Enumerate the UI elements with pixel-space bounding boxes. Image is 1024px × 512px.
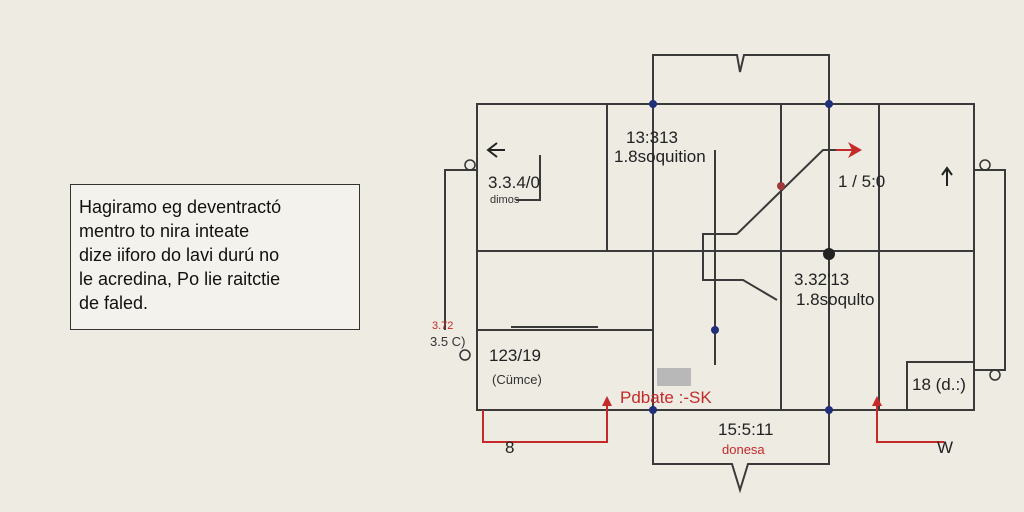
node-dot <box>649 100 657 108</box>
right-box-label: 18 (d.:) <box>912 375 966 394</box>
bottom-left-value: 123/19 <box>489 346 541 365</box>
mid-right-value: 3.32'13 <box>794 270 850 289</box>
left-sub: dimos <box>490 194 520 206</box>
note-line: de faled. <box>79 293 149 313</box>
red-lead-left <box>482 400 608 443</box>
top-center-sub: 1.8soquition <box>614 147 706 166</box>
gray-block <box>657 368 691 386</box>
top-center-value: 13:313 <box>626 128 678 147</box>
terminal-icon <box>979 159 991 171</box>
diagonal-connector <box>736 149 854 235</box>
left-bracket-mark <box>516 155 541 201</box>
bottom-center-value: 15:5:11 <box>718 420 774 439</box>
node-dot <box>825 100 833 108</box>
red-label: Pdbate :-SK <box>620 388 712 407</box>
left-value: 3.3.4/0 <box>488 173 540 192</box>
red-arrow-icon <box>872 396 882 406</box>
bottom-center-sub: donesa <box>722 442 765 457</box>
node-dot <box>777 182 785 190</box>
node-dot <box>649 406 657 414</box>
red-lead-right <box>876 400 944 443</box>
far-left-sub: 3.5 C) <box>430 334 466 349</box>
note-box: Hagiramo eg deventractó mentro to nira i… <box>70 184 360 330</box>
bottom-left-sub: (Cümce) <box>492 372 542 387</box>
bottom-right-mark: W <box>937 438 954 457</box>
far-left-value: 3.72 <box>432 320 454 332</box>
main-frame <box>476 103 975 411</box>
left-lead <box>444 169 477 330</box>
bottom-bracket <box>652 410 830 494</box>
notch-connector <box>702 233 778 301</box>
note-line: le acredina, Po lie raitctie <box>79 269 281 289</box>
right-box <box>906 361 975 411</box>
right-top-value: 1 / 5:0 <box>838 172 886 191</box>
node-dot <box>711 326 719 334</box>
note-line: dize iiforo do lavi durú no <box>79 245 280 265</box>
terminal-icon <box>989 369 1001 381</box>
node-dot <box>823 248 835 260</box>
red-arrow-icon <box>602 396 612 406</box>
bottom-left-mark: 8 <box>505 438 515 457</box>
up-arrow-icon <box>941 166 953 176</box>
red-arrow-icon <box>848 142 862 158</box>
note-line: mentro to nira inteate <box>79 221 250 241</box>
mid-right-sub: 1.8soqulto <box>796 290 875 309</box>
node-dot <box>825 406 833 414</box>
note-line: Hagiramo eg deventractó <box>79 197 282 217</box>
terminal-icon <box>459 349 471 361</box>
terminal-icon <box>464 159 476 171</box>
top-bracket <box>652 54 830 104</box>
right-lead <box>974 169 1006 371</box>
